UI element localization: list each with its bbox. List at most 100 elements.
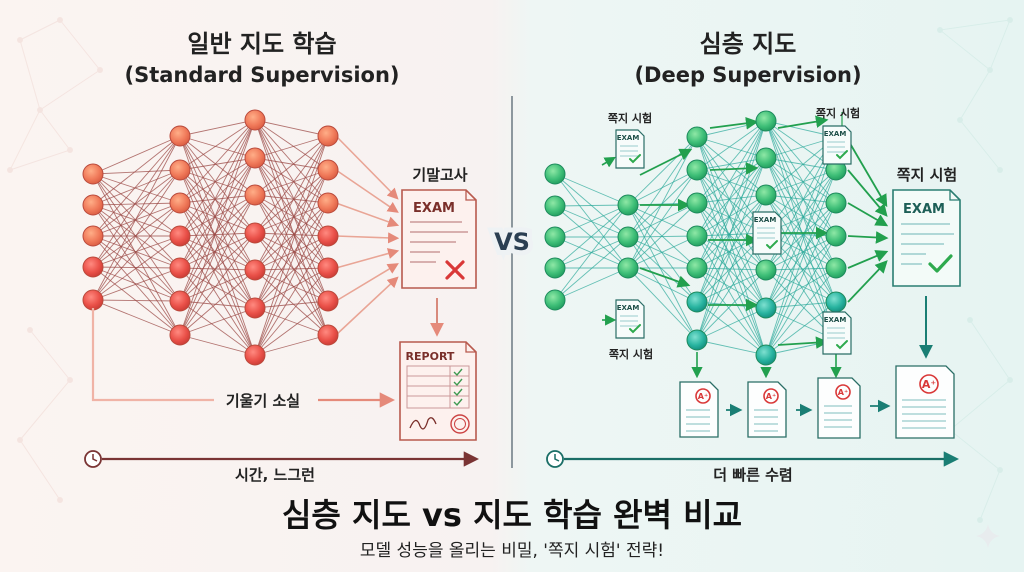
left-node	[317, 192, 339, 214]
left-node	[244, 184, 266, 206]
right-auxiliary-arrows	[601, 112, 889, 379]
right-node	[825, 257, 847, 279]
quiz-label-final: 쪽지 시험	[897, 166, 957, 184]
report-label: REPORT	[406, 350, 455, 363]
right-quiz-papers: EXAM EXAM EXAM EXAM EXAM	[615, 125, 852, 355]
right-node	[686, 159, 708, 181]
fail-x-icon	[445, 260, 465, 280]
graded-paper: A⁺	[679, 381, 719, 438]
right-node	[544, 195, 566, 217]
footer-title: 심층 지도 vs 지도 학습 완벽 비교	[282, 496, 742, 534]
left-output-arrows	[335, 135, 400, 336]
grade-a-plus: A⁺	[922, 378, 937, 391]
graded-paper: A⁺	[895, 365, 955, 439]
right-node	[686, 192, 708, 214]
left-node	[244, 297, 266, 319]
quiz-label-bottom-left: 쪽지 시험	[609, 347, 653, 361]
right-node	[686, 126, 708, 148]
quiz-sheet: EXAM	[822, 311, 852, 355]
left-node	[169, 257, 191, 279]
right-node	[544, 289, 566, 311]
right-final-exam-paper: 쪽지 시험 EXAM	[892, 166, 961, 287]
right-node	[617, 194, 639, 216]
left-node	[244, 259, 266, 281]
left-node	[82, 289, 104, 311]
left-report-paper: REPORT	[399, 341, 477, 441]
left-node	[317, 225, 339, 247]
right-network-nodes	[544, 110, 847, 366]
quiz-sheet: EXAM	[752, 211, 782, 255]
left-title-english: (Standard Supervision)	[124, 63, 399, 87]
quiz-exam-label: EXAM	[824, 316, 847, 324]
right-node	[825, 192, 847, 214]
gradient-feedback-line	[91, 308, 214, 402]
quiz-exam-label: EXAM	[754, 216, 777, 224]
right-node	[617, 257, 639, 279]
grade-a-plus: A⁺	[838, 388, 848, 397]
left-node	[244, 344, 266, 366]
left-node	[169, 125, 191, 147]
quiz-exam-label: EXAM	[824, 130, 847, 138]
quiz-label-top-right: 쪽지 시험	[816, 106, 860, 120]
left-node	[82, 194, 104, 216]
right-node	[544, 226, 566, 248]
pass-check-icon	[928, 254, 953, 273]
right-node	[755, 184, 777, 206]
left-node	[317, 290, 339, 312]
left-node	[169, 324, 191, 346]
left-exam-label: EXAM	[413, 201, 455, 216]
right-exam-label: EXAM	[903, 202, 945, 217]
left-network-nodes	[82, 109, 339, 366]
left-final-exam-paper: 기말고사 EXAM	[401, 166, 477, 289]
right-timeline: 더 빠른 수렴	[546, 450, 960, 484]
left-node	[244, 222, 266, 244]
right-node	[686, 291, 708, 313]
left-time-label: 시간, 느그런	[235, 466, 315, 484]
right-node	[755, 147, 777, 169]
right-node	[755, 110, 777, 132]
left-node	[82, 163, 104, 185]
right-node	[825, 291, 847, 313]
left-node	[317, 324, 339, 346]
left-node	[317, 257, 339, 279]
quiz-exam-label: EXAM	[617, 304, 640, 312]
left-node	[317, 125, 339, 147]
right-title-korean: 심층 지도	[700, 30, 797, 58]
right-title-english: (Deep Supervision)	[634, 63, 861, 87]
background-network-decoration	[7, 17, 1013, 523]
graded-paper: A⁺	[747, 381, 787, 438]
left-node	[169, 192, 191, 214]
right-node	[755, 259, 777, 281]
right-node	[755, 344, 777, 366]
right-node	[686, 257, 708, 279]
left-node	[169, 159, 191, 181]
right-node	[544, 257, 566, 279]
right-node	[755, 297, 777, 319]
left-node	[244, 147, 266, 169]
quiz-label-top-left: 쪽지 시험	[608, 111, 652, 125]
left-node	[82, 225, 104, 247]
vs-label: VS	[494, 228, 530, 256]
right-node	[686, 329, 708, 351]
quiz-sheet: EXAM	[615, 129, 645, 169]
grade-a-plus: A⁺	[698, 392, 708, 401]
left-node	[244, 109, 266, 131]
grade-a-plus: A⁺	[766, 392, 776, 401]
left-network-connections	[92, 119, 329, 356]
quiz-exam-label: EXAM	[617, 134, 640, 142]
quiz-sheet: EXAM	[615, 299, 645, 339]
quiz-sheet: EXAM	[822, 125, 852, 165]
stamp-icon	[450, 414, 470, 434]
right-node	[686, 225, 708, 247]
footer-subtitle: 모델 성능을 올리는 비밀, '쪽지 시험' 전략!	[360, 541, 664, 561]
sparkle-icon	[976, 524, 1000, 548]
left-exam-caption: 기말고사	[412, 166, 467, 184]
signature-scribble	[409, 417, 437, 430]
graded-papers-row: A⁺ A⁺ A⁺ A⁺	[679, 365, 955, 439]
graded-paper: A⁺	[817, 377, 861, 439]
right-node	[825, 225, 847, 247]
left-node	[317, 159, 339, 181]
left-node	[169, 290, 191, 312]
right-time-label: 더 빠른 수렴	[713, 466, 792, 484]
